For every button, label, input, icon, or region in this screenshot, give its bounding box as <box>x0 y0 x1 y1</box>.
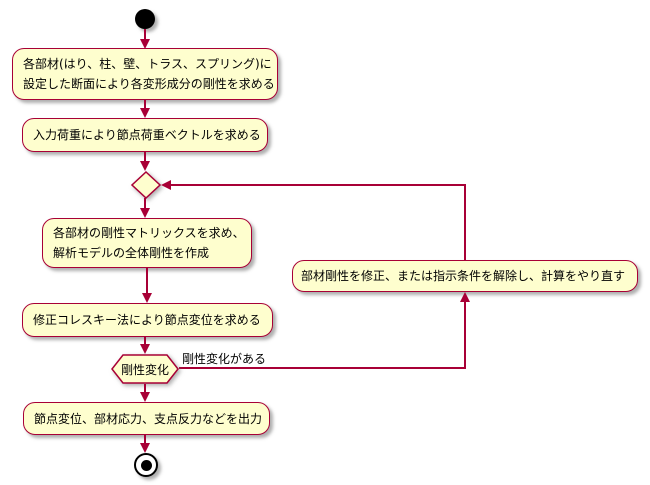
edge-segment <box>144 384 146 393</box>
activity-text-line: 節点変位、部材応力、支点反力などを出力 <box>34 411 263 426</box>
edge-segment <box>146 268 148 294</box>
edge-segment <box>144 29 146 40</box>
end-node-dot <box>140 459 152 471</box>
activity-cholesky: 修正コレスキー法により節点変位を求める <box>22 303 273 337</box>
edge-label-stiffness-changed: 剛性変化がある <box>182 352 267 366</box>
activity-global-matrix: 各部材の剛性マトリックスを求め、 解析モデルの全体剛性を作成 <box>42 218 252 268</box>
arrowhead-down-icon <box>140 161 150 171</box>
edge-segment <box>464 184 466 260</box>
activity-text-line: 入力荷重により節点荷重ベクトルを求める <box>33 128 261 142</box>
activity-text-line: 各部材(はり、柱、壁、トラス、スプリング)に <box>23 57 272 71</box>
arrowhead-up-icon <box>460 292 470 302</box>
activity-redo: 部材剛性を修正、または指示条件を解除し、計算をやり直す <box>292 260 638 292</box>
activity-output: 節点変位、部材応力、支点反力などを出力 <box>23 402 270 435</box>
edge-segment <box>144 100 146 109</box>
activity-text-line: 設定した断面により各変形成分の剛性を求める <box>23 77 275 91</box>
arrowhead-down-icon <box>140 392 150 402</box>
edge-segment <box>171 184 466 186</box>
activity-text-line: 修正コレスキー法により節点変位を求める <box>33 313 261 327</box>
arrowhead-down-icon <box>142 293 152 303</box>
decision-label: 剛性変化 <box>120 362 169 377</box>
arrowhead-down-icon <box>140 443 150 453</box>
arrowhead-down-icon <box>140 39 150 49</box>
activity-load-vector: 入力荷重により節点荷重ベクトルを求める <box>22 118 268 152</box>
activity-text-line: 解析モデルの全体剛性を作成 <box>53 246 210 260</box>
decision-stiffness-change: 剛性変化 <box>111 354 179 384</box>
edge-segment <box>144 435 146 443</box>
arrowhead-left-icon <box>161 180 171 190</box>
activity-member-stiffness: 各部材(はり、柱、壁、トラス、スプリング)に 設定した断面により各変形成分の剛性… <box>12 48 278 100</box>
end-node <box>134 453 158 477</box>
merge-diamond <box>131 171 161 199</box>
start-node <box>135 9 155 29</box>
arrowhead-down-icon <box>140 108 150 118</box>
edge-segment <box>179 367 466 369</box>
activity-text-line: 部材剛性を修正、または指示条件を解除し、計算をやり直す <box>301 269 626 283</box>
edge-segment <box>144 152 146 162</box>
edge-segment <box>144 337 146 345</box>
edge-segment <box>144 198 146 209</box>
activity-text-line: 各部材の剛性マトリックスを求め、 <box>53 226 245 240</box>
arrowhead-down-icon <box>140 344 150 354</box>
edge-segment <box>464 301 466 369</box>
arrowhead-down-icon <box>140 208 150 218</box>
